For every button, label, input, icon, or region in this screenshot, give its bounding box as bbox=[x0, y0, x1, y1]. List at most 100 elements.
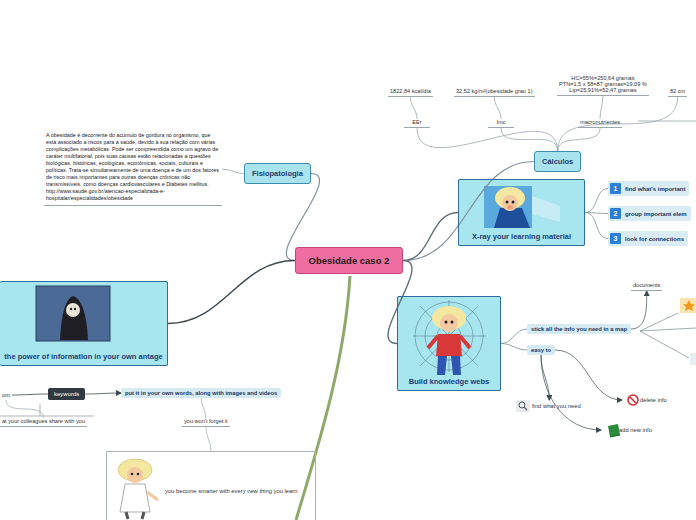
node-text: look for connections bbox=[625, 236, 684, 242]
node-text: EEr bbox=[406, 119, 428, 125]
connector bbox=[206, 427, 211, 451]
subtopic: Imc bbox=[488, 119, 514, 128]
node-text: find what's important bbox=[625, 186, 685, 192]
connector bbox=[222, 169, 244, 173]
node-text: documents bbox=[633, 282, 660, 288]
connector bbox=[417, 128, 558, 151]
subtopic: om bbox=[0, 390, 12, 400]
connector bbox=[85, 393, 121, 394]
numbered-item: 1 find what's important bbox=[608, 181, 689, 196]
offpage-line bbox=[638, 121, 696, 122]
connector bbox=[6, 400, 43, 418]
connector bbox=[501, 128, 558, 151]
subtopic: stick all the info you need in a map bbox=[527, 324, 631, 334]
branch-line bbox=[296, 276, 350, 520]
keyword-box: keywords bbox=[48, 388, 85, 400]
subtopic: at your colleagues share with you bbox=[0, 418, 87, 427]
node-text: om bbox=[2, 392, 10, 398]
subtopic: 32,52 kg/m²(obesidade grau 1) bbox=[454, 88, 535, 97]
box-fill bbox=[0, 281, 168, 366]
icon-item: delete info bbox=[622, 394, 671, 406]
connector bbox=[585, 189, 608, 213]
node-text: group important elem bbox=[625, 211, 687, 217]
book-icon bbox=[608, 424, 620, 437]
node-text: 1822,84 kcal/dia bbox=[390, 88, 431, 94]
image-topic: Build knowledge webs bbox=[397, 296, 501, 391]
numbered-item: 2 group important elem bbox=[608, 206, 691, 221]
subtopic: put it in your own words, along with ima… bbox=[121, 388, 281, 398]
connector bbox=[410, 97, 417, 119]
image-topic: X-ray your learning material bbox=[458, 179, 585, 246]
connector bbox=[12, 394, 48, 395]
connector bbox=[600, 96, 603, 119]
magnifier-icon bbox=[516, 400, 530, 412]
leader-line bbox=[0, 404, 94, 416]
note-text: A obesidade é decorrente do acúmulo de g… bbox=[44, 132, 222, 206]
subtopic: 1822,84 kcal/dia bbox=[388, 88, 433, 97]
connector bbox=[201, 398, 206, 418]
web-hero bbox=[428, 306, 470, 375]
node-text: find what you need bbox=[532, 403, 581, 409]
box-fill bbox=[397, 296, 501, 391]
subtopic: EEr bbox=[404, 119, 430, 128]
central-topic: Obesidade caso 2 bbox=[295, 247, 403, 274]
callout-number: 3 bbox=[610, 233, 621, 244]
node-text: Imc bbox=[490, 119, 512, 125]
node-text: 82 cm bbox=[670, 88, 685, 94]
connector bbox=[168, 261, 295, 324]
connector bbox=[541, 355, 549, 400]
offpage-badge bbox=[690, 353, 696, 365]
delete-icon bbox=[628, 395, 638, 405]
node-text: 32,52 kg/m²(obesidade grau 1) bbox=[456, 88, 533, 94]
connector bbox=[585, 213, 608, 239]
connector bbox=[558, 97, 678, 151]
callout-number: 1 bbox=[610, 183, 621, 194]
subtopic: 82 cm bbox=[668, 88, 687, 97]
node-text: stick all the info you need in a map bbox=[531, 326, 627, 332]
connector bbox=[555, 350, 622, 400]
node-text: HC=55%=250,64 gramas bbox=[559, 75, 647, 81]
subtopic: easy to bbox=[527, 345, 555, 355]
offpage-line bbox=[640, 328, 696, 331]
subtopic: documents bbox=[631, 282, 662, 291]
image-topic: the power of information in your own ant… bbox=[0, 281, 168, 366]
web-figure bbox=[413, 300, 486, 372]
node-text: you become smarter with every new thing … bbox=[165, 488, 311, 494]
node-text: Fisiopatologia bbox=[252, 169, 303, 178]
node-text: PTN=1,5 x 58=87 gramas=19,09 % bbox=[559, 81, 647, 87]
node-text: the power of information in your own ant… bbox=[4, 352, 162, 361]
node-text: add new info bbox=[619, 427, 652, 433]
connector bbox=[558, 128, 600, 151]
node-text: A obesidade é decorrente do acúmulo de g… bbox=[46, 132, 220, 202]
connector bbox=[403, 213, 458, 261]
node-text: you won't forget it bbox=[184, 418, 228, 424]
node-text: put it in your own words, along with ima… bbox=[125, 390, 277, 396]
callout-number: 2 bbox=[610, 208, 621, 219]
node-text: easy to bbox=[531, 347, 551, 353]
node-text: delete info bbox=[640, 397, 667, 403]
node-text: macronutrientes bbox=[580, 119, 620, 125]
topic-box: Fisiopatologia bbox=[244, 163, 311, 184]
icon-item: add new info bbox=[601, 424, 656, 436]
connector bbox=[631, 291, 647, 329]
connector bbox=[501, 329, 527, 344]
smart-figure bbox=[118, 459, 158, 519]
star-badge bbox=[680, 298, 696, 313]
offpage-line bbox=[640, 313, 678, 331]
node-text: X-ray your learning material bbox=[472, 232, 571, 241]
offpage-line bbox=[640, 331, 689, 358]
numbered-item: 3 look for connections bbox=[608, 231, 688, 246]
node-text: keywords bbox=[54, 391, 79, 397]
subtopic: HC=55%=250,64 gramasPTN=1,5 x 58=87 gram… bbox=[557, 75, 649, 96]
topic-box: Cálculos bbox=[534, 151, 581, 172]
node-text: Cálculos bbox=[542, 157, 573, 166]
subtopic: macronutrientes bbox=[578, 119, 622, 128]
node-text: at your colleagues share with you bbox=[2, 418, 85, 424]
connector bbox=[501, 344, 527, 351]
icon-item: find what you need bbox=[514, 400, 585, 412]
connector bbox=[494, 97, 501, 119]
connector bbox=[541, 355, 601, 430]
xray-figure bbox=[484, 186, 560, 228]
node-text: Lip=25,91%=52,47 gramas bbox=[559, 87, 647, 93]
node-text: Build knowledge webs bbox=[409, 377, 489, 386]
